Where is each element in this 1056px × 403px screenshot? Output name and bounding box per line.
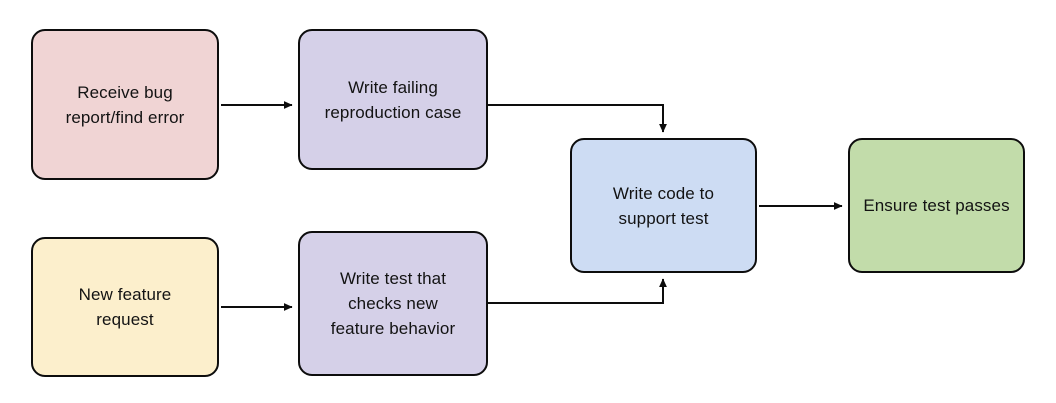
node-label: Ensure test passes (863, 196, 1010, 215)
connector-failing-case-to-write-code (488, 104, 667, 133)
node-label: Write test that checks new feature behav… (330, 269, 456, 338)
node-write-failing-reproduction-case[interactable]: Write failing reproduction case (298, 29, 488, 170)
node-label: Write failing reproduction case (324, 77, 462, 122)
node-write-test-checks-new-feature-behavior[interactable]: Write test that checks new feature behav… (298, 231, 488, 376)
node-new-feature-request[interactable]: New feature request (31, 237, 219, 377)
node-label: Write code to support test (612, 183, 715, 228)
node-write-code-to-support-test[interactable]: Write code to support test (570, 138, 757, 273)
node-label: Receive bug report/find error (65, 82, 185, 127)
node-ensure-test-passes[interactable]: Ensure test passes (848, 138, 1025, 273)
node-label: New feature request (78, 285, 172, 329)
connector-feature-test-to-write-code (488, 278, 667, 304)
node-receive-bug-report[interactable]: Receive bug report/find error (31, 29, 219, 180)
